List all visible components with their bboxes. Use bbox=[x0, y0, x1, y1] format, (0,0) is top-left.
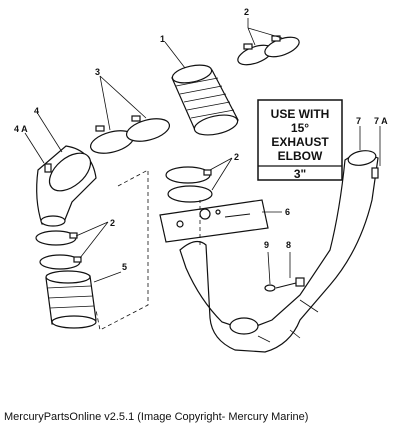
elbow-part bbox=[36, 145, 97, 227]
clamp-pair-3 bbox=[89, 115, 171, 154]
callout-2-left: 2 bbox=[110, 218, 115, 228]
callout-2-top: 2 bbox=[244, 7, 249, 17]
callout-8: 8 bbox=[286, 240, 291, 250]
bellows-left bbox=[45, 270, 97, 329]
screw-part bbox=[264, 277, 305, 292]
callout-3: 3 bbox=[95, 67, 100, 77]
note-line-2: 15° bbox=[291, 121, 309, 135]
gasket-plate bbox=[159, 199, 269, 243]
callout-4: 4 bbox=[34, 106, 39, 116]
clamp-top bbox=[237, 35, 300, 66]
callout-5: 5 bbox=[122, 262, 127, 272]
callout-6: 6 bbox=[285, 207, 290, 217]
image-caption: MercuryPartsOnline v2.5.1 (Image Copyrig… bbox=[4, 411, 309, 423]
callout-7a: 7 A bbox=[374, 116, 388, 126]
note-box: USE WITH 15° EXHAUST ELBOW 3" bbox=[257, 99, 343, 181]
clamp-left bbox=[35, 230, 82, 270]
note-line-1: USE WITH bbox=[271, 107, 330, 121]
callout-9: 9 bbox=[264, 240, 269, 250]
note-line-3: EXHAUST bbox=[271, 135, 329, 149]
clamp-center bbox=[165, 166, 213, 203]
guide-lines bbox=[95, 169, 201, 331]
note-line-5: 3" bbox=[294, 167, 306, 181]
callout-1: 1 bbox=[160, 34, 165, 44]
callout-2-center: 2 bbox=[234, 152, 239, 162]
callout-7: 7 bbox=[356, 116, 361, 126]
bellows-part bbox=[171, 64, 239, 136]
leader-lines bbox=[24, 18, 381, 285]
note-line-4: ELBOW bbox=[278, 149, 323, 163]
exhaust-pipe bbox=[179, 150, 379, 353]
callout-4a: 4 A bbox=[14, 124, 28, 134]
